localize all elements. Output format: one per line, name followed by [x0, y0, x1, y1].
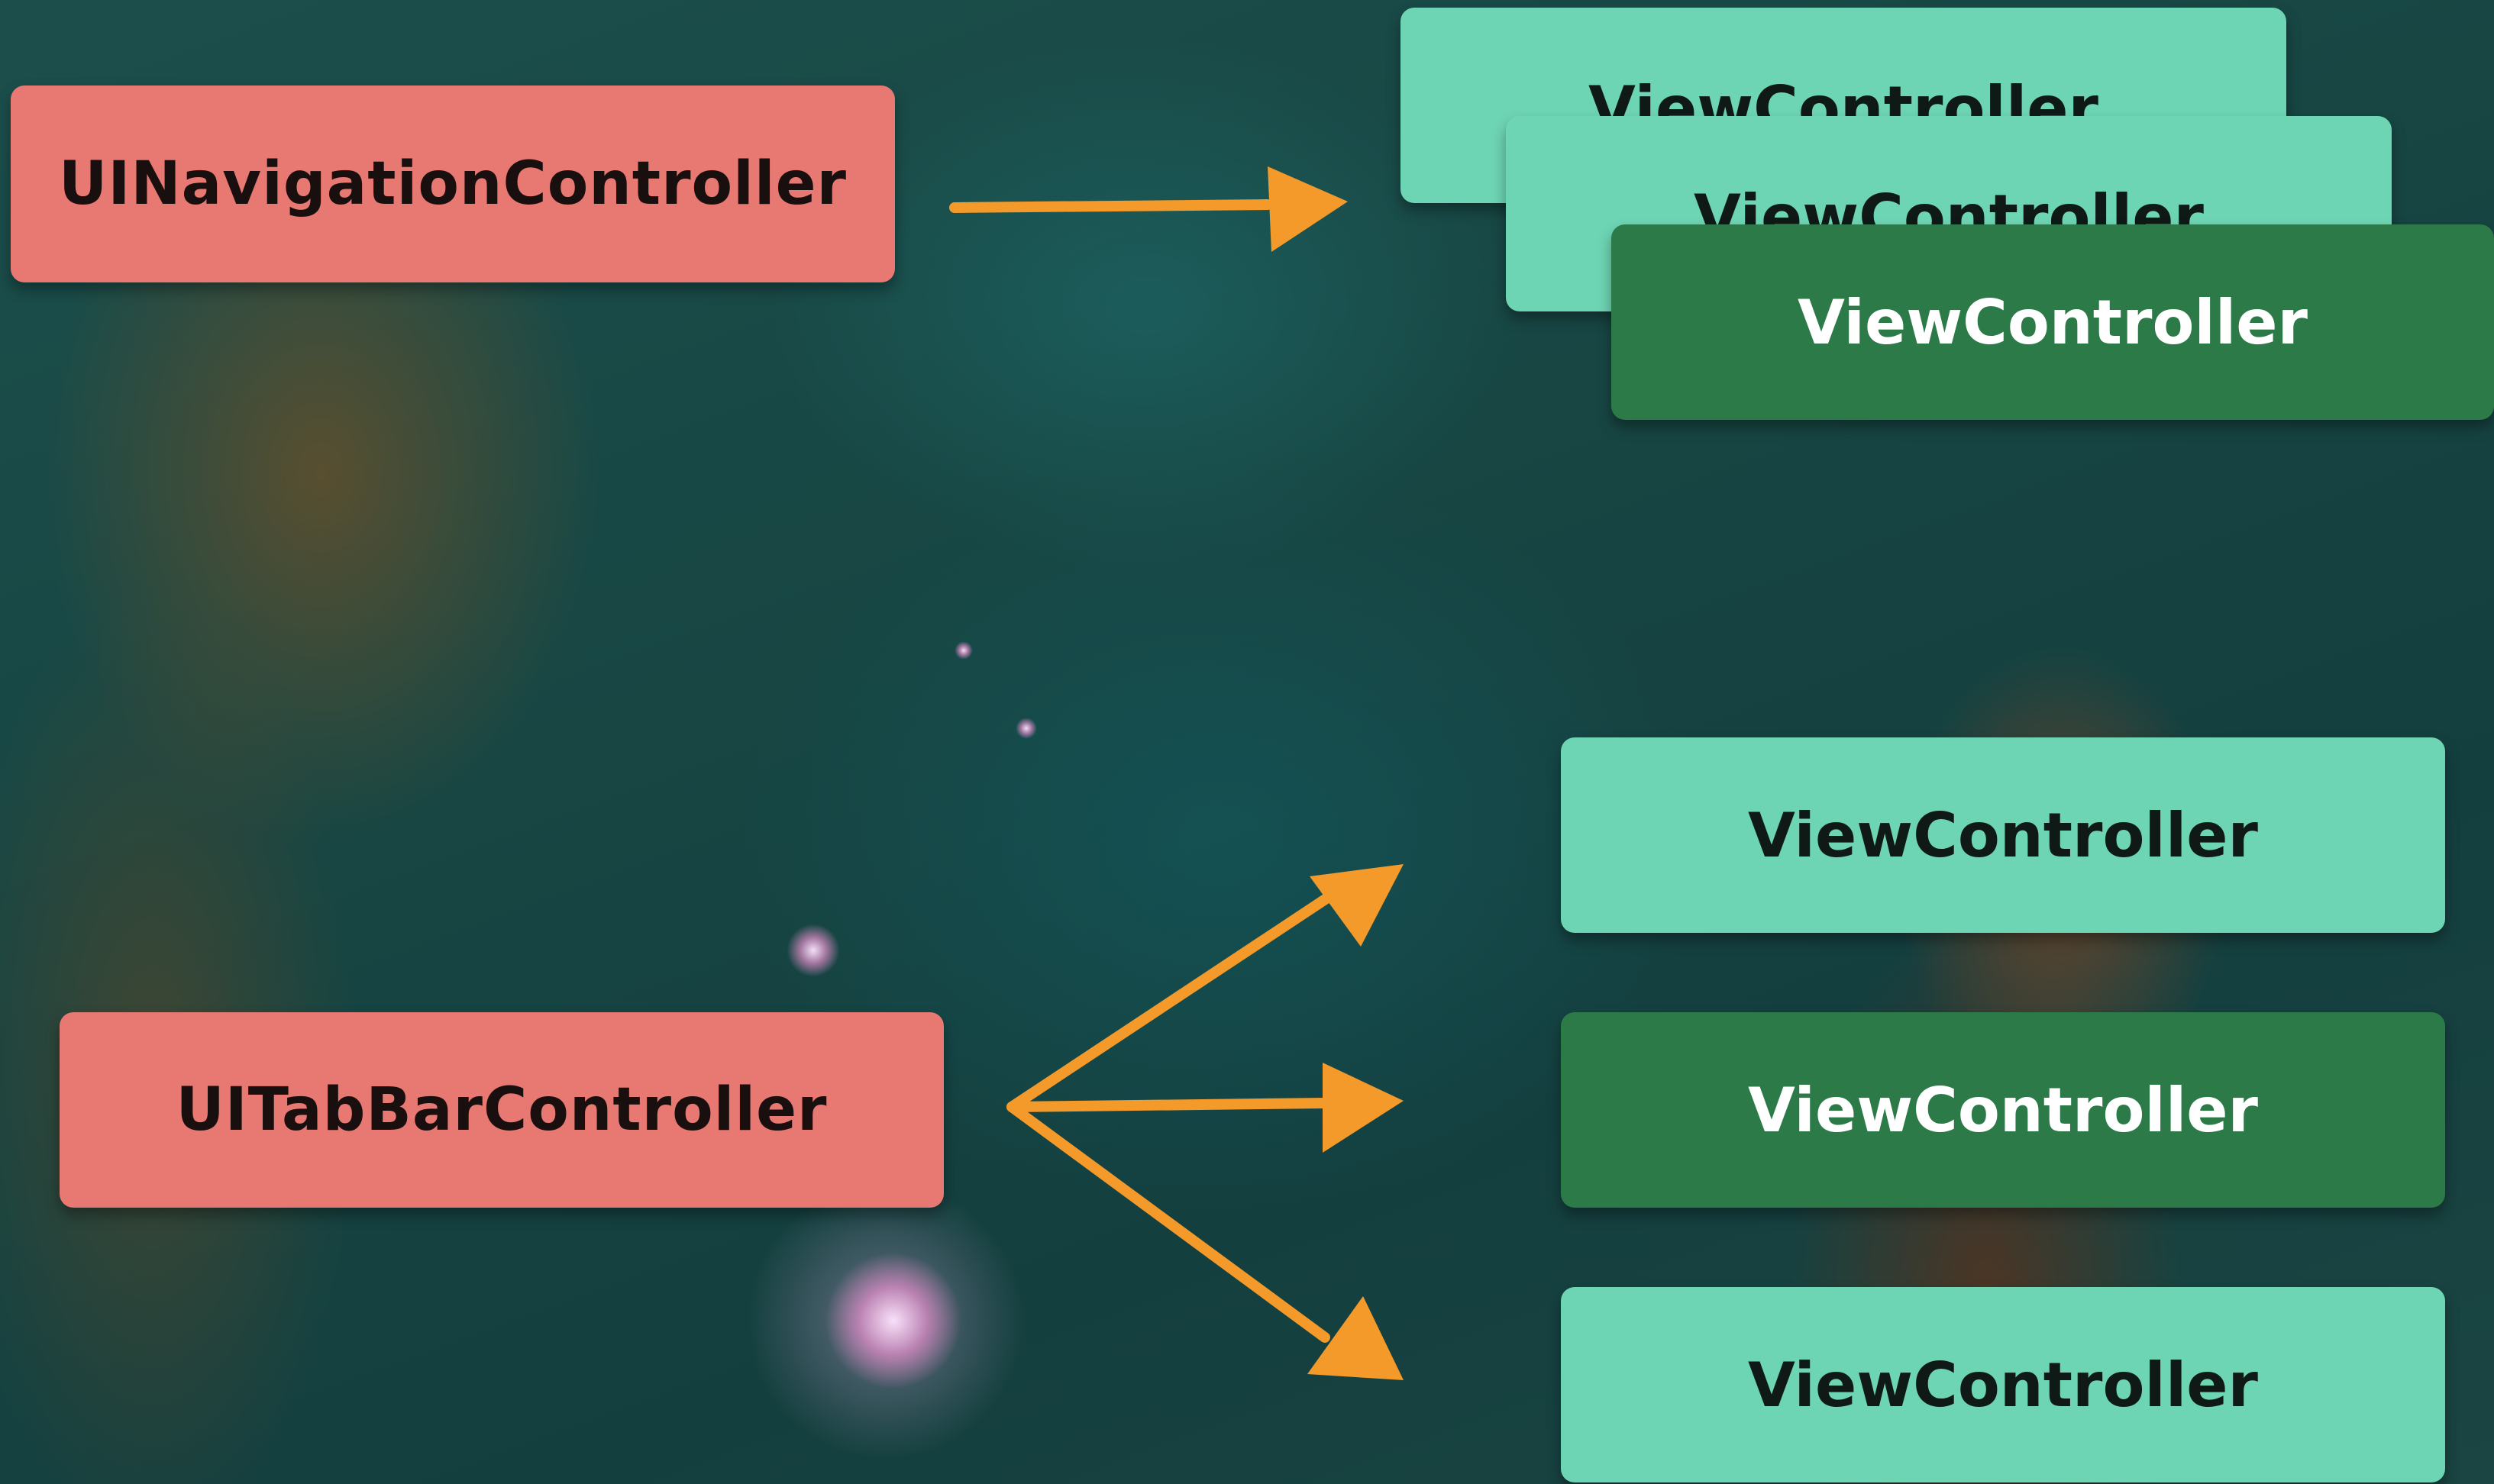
- nav-stack-view-controller-3: ViewController: [1611, 224, 2494, 420]
- arrow-head-top: [1310, 864, 1404, 947]
- arrow-line-middle: [1006, 1098, 1330, 1112]
- tabbar-controller-label: UITabBarController: [176, 1076, 828, 1144]
- view-controller-label: ViewController: [1748, 1349, 2258, 1421]
- navigation-controller-box: UINavigationController: [11, 85, 895, 282]
- tabbar-controller-box: UITabBarController: [60, 1012, 944, 1208]
- arrow-line-top: [1006, 892, 1334, 1112]
- nav-arrow: [949, 166, 1348, 252]
- tab-child-view-controller-2: ViewController: [1561, 1012, 2445, 1208]
- arrow-head-middle: [1323, 1063, 1404, 1153]
- tab-arrows: [1006, 864, 1404, 1380]
- tab-child-view-controller-1: ViewController: [1561, 737, 2445, 933]
- star-decoration: [787, 924, 840, 977]
- star-decoration: [955, 641, 973, 660]
- view-controller-label: ViewController: [1748, 1074, 2258, 1146]
- view-controller-label: ViewController: [1748, 799, 2258, 871]
- arrow-head-bottom: [1307, 1296, 1404, 1380]
- navigation-controller-label: UINavigationController: [58, 150, 847, 218]
- star-decoration: [1016, 718, 1037, 739]
- view-controller-label: ViewController: [1798, 286, 2308, 358]
- arrow-head: [1268, 166, 1348, 252]
- star-decoration: [825, 1252, 962, 1389]
- tab-child-view-controller-3: ViewController: [1561, 1287, 2445, 1482]
- arrow-line: [949, 199, 1273, 213]
- arrow-line-bottom: [1006, 1102, 1330, 1343]
